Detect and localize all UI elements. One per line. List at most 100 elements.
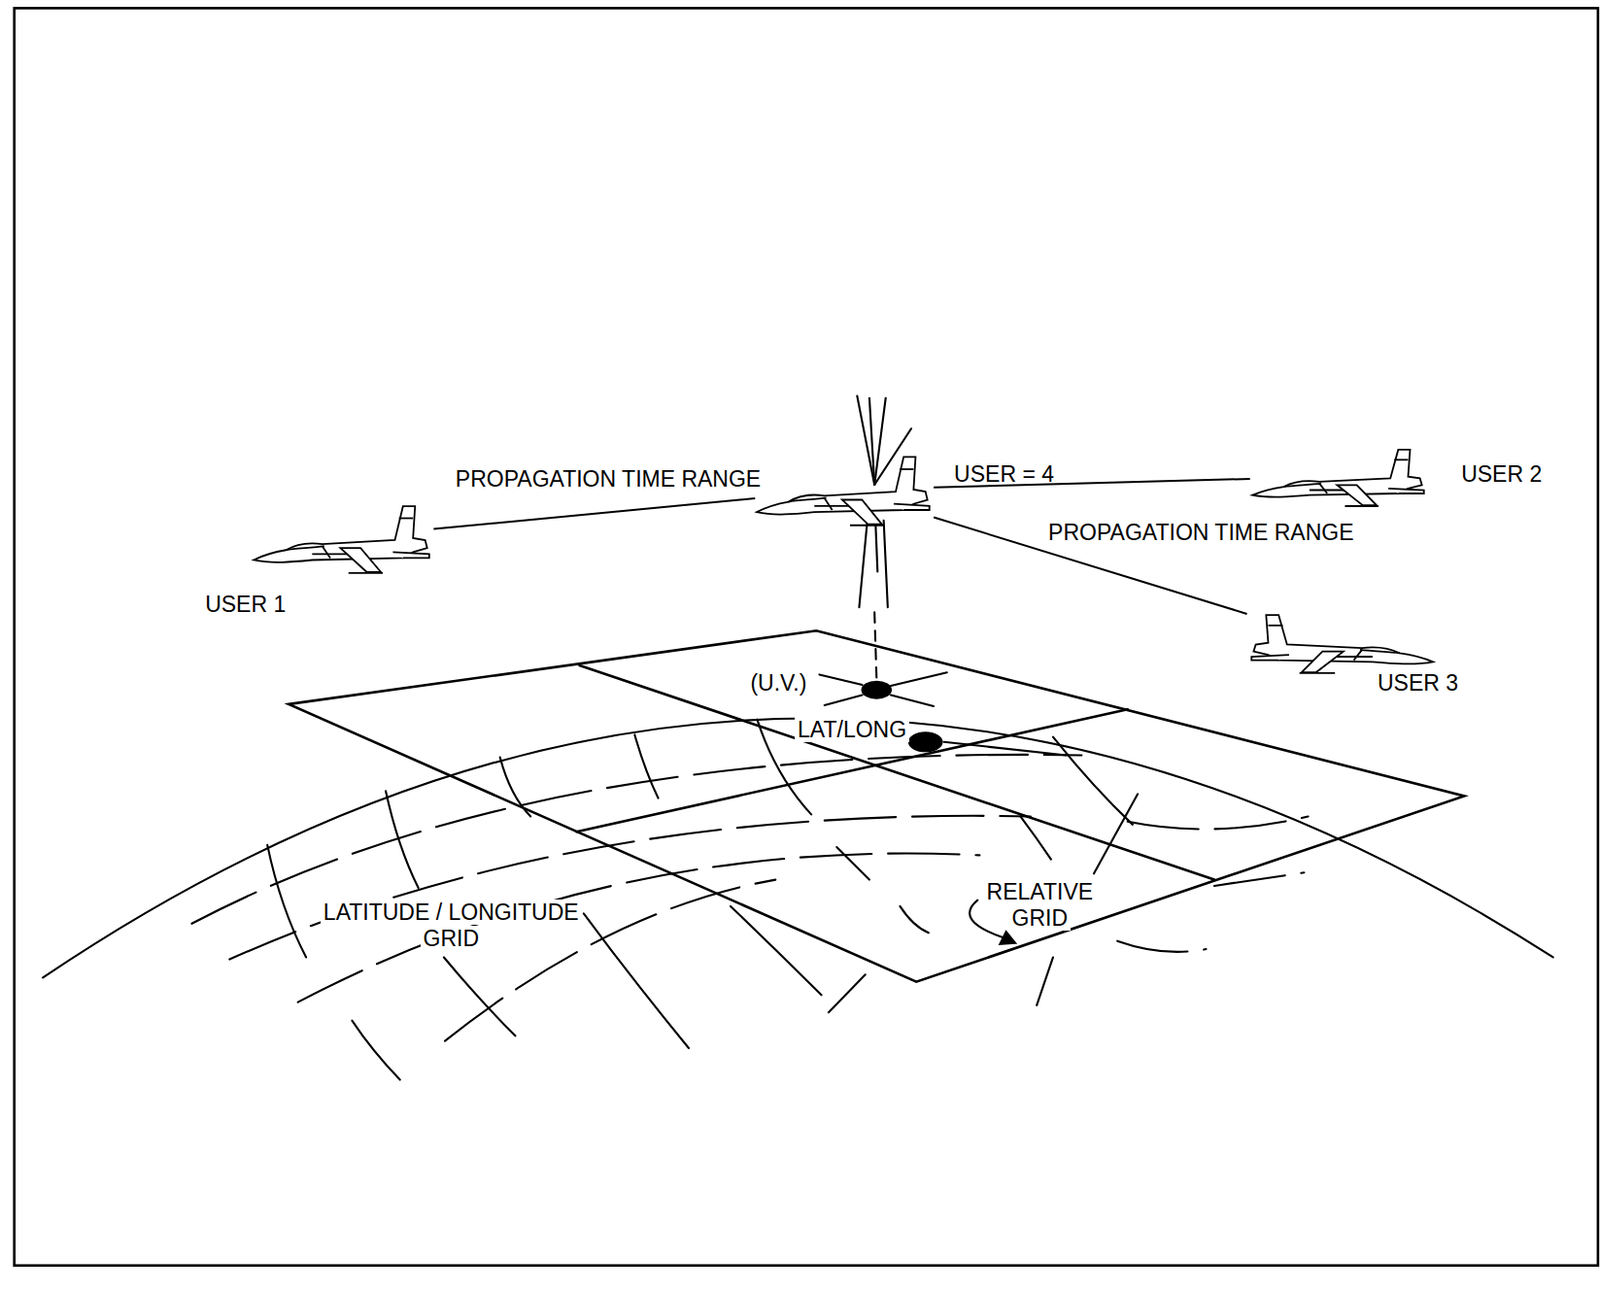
aircraft-intake — [824, 498, 833, 511]
longitude-line — [351, 1021, 400, 1081]
uv-marker — [818, 672, 947, 707]
latitude-line — [1127, 816, 1309, 829]
antenna-line — [875, 522, 878, 572]
longitude-line — [500, 757, 532, 818]
longitude-line — [1053, 737, 1133, 825]
longitude-line — [899, 906, 928, 933]
aircraft-wing — [1300, 651, 1343, 673]
relative-grid-line — [579, 665, 1215, 881]
aircraft-fin-line — [399, 516, 414, 519]
aircraft-symbol — [754, 448, 934, 531]
aircraft-stabilizer — [393, 551, 430, 558]
curved-arrow — [969, 900, 1004, 939]
callout-label: (U.V.) — [747, 670, 810, 696]
aircraft-drawing — [254, 506, 431, 574]
uv-cross-line — [818, 674, 862, 685]
longitude-line — [267, 845, 307, 958]
user-label: USER = 4 — [953, 461, 1055, 487]
uv-dot — [862, 681, 891, 699]
projection-line — [874, 612, 877, 678]
latitude-line — [1214, 872, 1304, 886]
latlong-marker — [909, 732, 1067, 755]
arrow-head — [999, 931, 1016, 945]
user-label: USER 1 — [204, 591, 286, 617]
aircraft-symbol — [251, 498, 434, 579]
antenna-line — [856, 396, 875, 485]
relative-grid-outline — [288, 630, 1464, 982]
relative-grid-line — [576, 709, 1127, 832]
latitude-line — [191, 754, 1082, 924]
longitude-line — [828, 974, 866, 1013]
longitude-line — [1036, 956, 1054, 1005]
aircraft-gear — [850, 524, 885, 527]
longitude-line — [836, 847, 870, 881]
range-label: PROPAGATION TIME RANGE — [452, 466, 764, 492]
callout-label: LAT/LONG — [794, 716, 910, 743]
user-label: USER 2 — [1461, 461, 1542, 487]
longitude-line — [583, 913, 689, 1049]
latlong-dot — [909, 732, 943, 751]
aircraft-drawing — [756, 457, 930, 526]
aircraft-intake — [1319, 482, 1328, 493]
aircraft-wing — [1336, 484, 1377, 506]
aircraft-gear — [1298, 672, 1335, 675]
aircraft-node: USER 3 — [1247, 608, 1435, 678]
latitude-line — [298, 853, 981, 1003]
aircraft-canopy — [1283, 482, 1322, 486]
aircraft-wing — [340, 547, 382, 573]
callout-label-box: LAT/LONG — [794, 716, 910, 743]
uv-cross-line — [824, 694, 863, 706]
longitude-line — [634, 734, 658, 798]
aircraft-node: USER = 4 — [754, 448, 934, 531]
latitude-line — [229, 816, 1031, 960]
range-label: PROPAGATION TIME RANGE — [1045, 519, 1357, 545]
callout-label-box: (U.V.) — [747, 670, 810, 696]
relative-grid — [288, 630, 1464, 982]
longitude-lines — [267, 719, 1133, 1081]
range-label-box: PROPAGATION TIME RANGE — [452, 466, 764, 492]
aircraft-drawing — [1252, 449, 1425, 507]
aircraft-stabilizer — [893, 504, 930, 511]
range-line — [433, 498, 755, 530]
aircraft-node: USER 1 — [251, 498, 434, 579]
uv-cross-line — [890, 694, 934, 707]
latitude-lines — [191, 754, 1308, 1042]
aircraft-stabilizer — [1388, 488, 1425, 494]
aircraft-intake — [322, 545, 331, 558]
latitude-line — [1117, 941, 1206, 953]
aircraft-canopy — [1360, 649, 1400, 654]
aircraft-canopy — [788, 498, 827, 503]
frame-border — [14, 7, 1599, 1265]
longitude-line — [443, 956, 516, 1036]
aircraft-fin-line — [899, 468, 914, 471]
aircraft-fin-line — [1267, 624, 1283, 627]
aircraft-canopy — [286, 545, 325, 550]
aircraft-wing — [842, 500, 883, 525]
callout-label-box: LATITUDE / LONGITUDE GRID — [305, 899, 597, 952]
antenna-line — [884, 520, 888, 608]
uv-cross-line — [890, 672, 948, 686]
antenna-line — [858, 520, 867, 608]
callout-label: LATITUDE / LONGITUDE GRID — [320, 899, 582, 951]
globe-horizon — [42, 718, 1554, 979]
aircraft-node: USER 2 — [1250, 442, 1429, 511]
aircraft-fin-line — [1394, 458, 1408, 461]
range-label-box: PROPAGATION TIME RANGE — [1045, 519, 1357, 545]
user-label: USER 3 — [1377, 670, 1459, 696]
latlong-line — [944, 742, 1067, 756]
callout-label: RELATIVE GRID — [984, 879, 1097, 930]
aircraft-intake — [1353, 649, 1362, 661]
leader-line — [1093, 793, 1138, 874]
aircraft-symbol — [1250, 442, 1429, 511]
aircraft-gear — [1344, 505, 1379, 508]
aircraft-gear — [348, 571, 383, 574]
aircraft-drawing — [1251, 614, 1433, 674]
antenna-line — [869, 398, 875, 485]
aircraft-stabilizer — [1251, 654, 1290, 660]
longitude-line — [385, 790, 419, 888]
callout-label-box: RELATIVE GRID — [974, 879, 1106, 931]
aircraft-symbol — [1247, 608, 1435, 678]
